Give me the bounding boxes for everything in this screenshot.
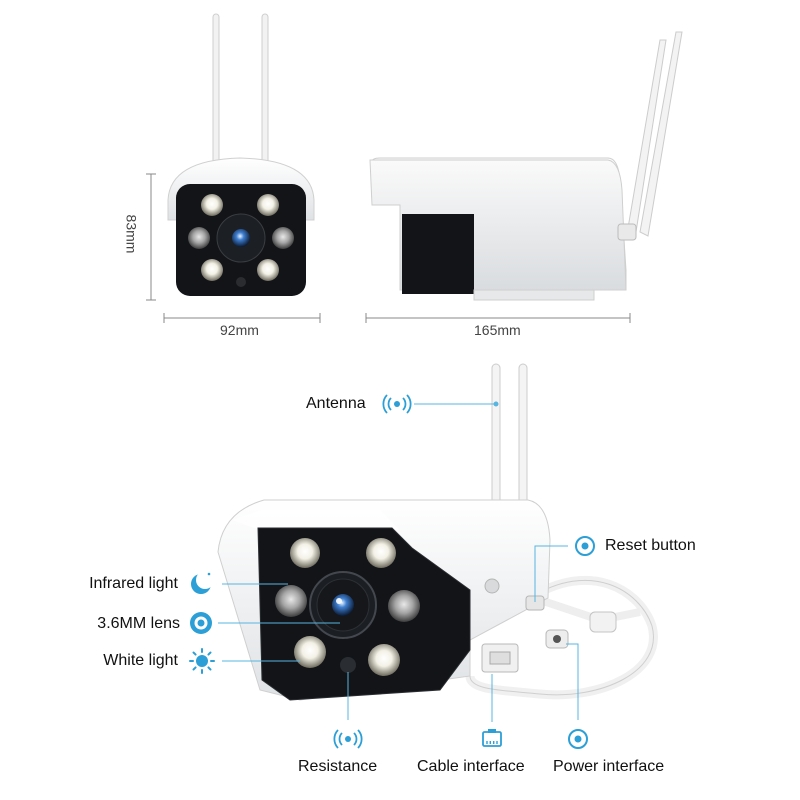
side-view-camera <box>369 31 683 301</box>
height-dimension-line <box>146 173 156 301</box>
front-width-dimension-line <box>163 313 321 323</box>
cable-interface-label: Cable interface <box>417 758 525 775</box>
signal-waves-icon <box>382 394 412 414</box>
signal-waves-icon <box>333 729 363 749</box>
moon-icon <box>191 571 214 594</box>
front-width-dimension-label: 92mm <box>220 322 259 338</box>
side-length-dimension-label: 165mm <box>474 322 521 338</box>
resistance-label: Resistance <box>298 758 378 775</box>
reset-button-label: Reset button <box>605 537 696 554</box>
main-camera-illustration <box>217 363 658 701</box>
lens-icon <box>190 612 212 634</box>
height-dimension-label: 83mm <box>123 214 140 254</box>
power-interface-label: Power interface <box>553 758 665 775</box>
antenna-leader-dot <box>493 401 499 407</box>
front-view-camera <box>167 13 315 296</box>
side-length-dimension-line <box>365 313 631 323</box>
power-interface-leader-line <box>566 643 579 720</box>
ring-icon <box>575 536 595 556</box>
reset-button-leader-line <box>534 545 568 602</box>
sun-icon <box>189 648 215 674</box>
white-light-label: White light <box>103 652 178 669</box>
lens-label: 3.6MM lens <box>97 615 180 632</box>
ring-icon <box>568 729 588 749</box>
antenna-label: Antenna <box>306 395 366 412</box>
ethernet-port-icon <box>482 729 502 747</box>
infrared-light-label: Infrared light <box>89 575 178 592</box>
